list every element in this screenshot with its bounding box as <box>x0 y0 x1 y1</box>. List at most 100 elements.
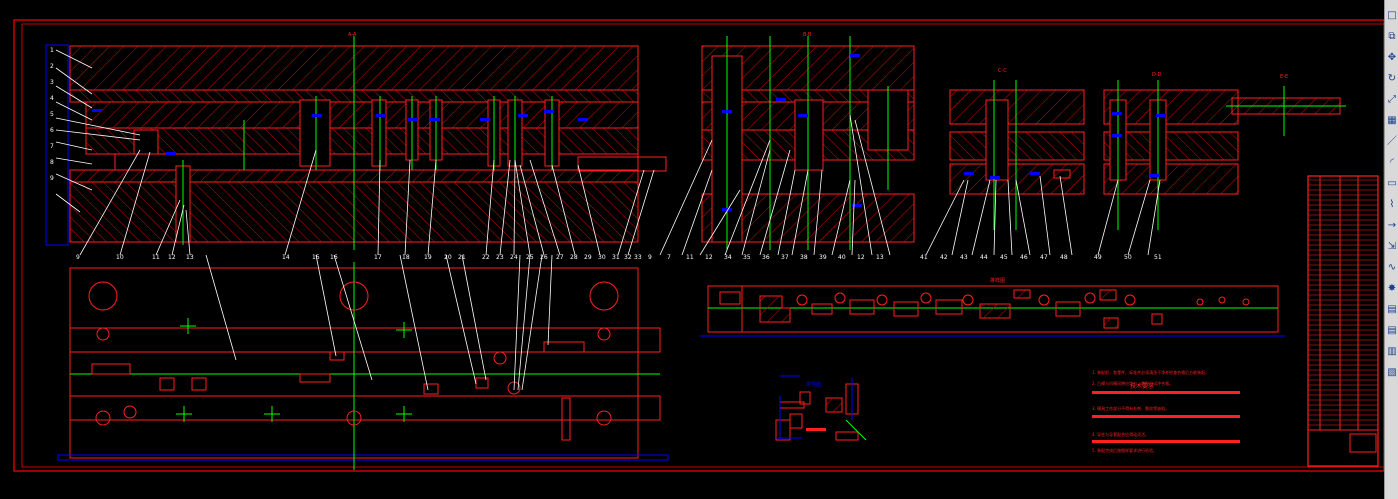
part-callout: 30 <box>598 254 606 261</box>
part-callout: 12 <box>168 254 176 261</box>
part-callout: 43 <box>960 254 968 261</box>
plan-view[interactable] <box>57 254 669 470</box>
outer-frame <box>13 19 1384 472</box>
part-callout: 32 <box>624 254 632 261</box>
part-callout: 8 <box>50 159 54 166</box>
part-callout: 4 <box>50 95 54 102</box>
window-restore-icon[interactable]: □ <box>1387 10 1397 21</box>
section-c-c[interactable] <box>925 80 1085 256</box>
part-callout: 47 <box>1040 254 1048 261</box>
section-b-b[interactable] <box>659 36 915 256</box>
layer-icon-3[interactable]: ▥ <box>1387 346 1397 357</box>
arrow-icon[interactable]: → <box>1387 220 1397 231</box>
part-callout: 28 <box>570 254 578 261</box>
part-callout: 7 <box>667 254 671 261</box>
section-d-d[interactable] <box>1097 80 1239 256</box>
main-section-a-a[interactable] <box>45 36 667 256</box>
part-callout: 34 <box>724 254 732 261</box>
part-callout: 25 <box>526 254 534 261</box>
part-callout: 29 <box>584 254 592 261</box>
part-callout: 40 <box>838 254 846 261</box>
section-label-e-e: E-E <box>1280 74 1288 80</box>
part-callout: 13 <box>876 254 884 261</box>
rotate-icon[interactable]: ↻ <box>1387 73 1397 84</box>
section-label-c-c: C-C <box>998 68 1007 74</box>
tech-line: 3. 模具工作部分不得有毛刺、裂纹等缺陷。 <box>1092 405 1169 411</box>
part-callout: 15 <box>312 254 320 261</box>
part-callout: 12 <box>705 254 713 261</box>
tech-line: 2. 凸模与凹模间隙应均匀，装配后试冲合格。 <box>1092 380 1173 386</box>
part-drawing[interactable] <box>775 375 867 441</box>
line-icon[interactable]: ／ <box>1387 136 1397 147</box>
inner-frame <box>21 23 1384 468</box>
part-callout: 19 <box>424 254 432 261</box>
part-callout: 7 <box>50 143 54 150</box>
part-callout: 44 <box>980 254 988 261</box>
layer-icon[interactable]: ▤ <box>1387 304 1397 315</box>
arc-icon[interactable]: ◜ <box>1390 157 1394 168</box>
part-callout: 27 <box>556 254 564 261</box>
part-callout: 5 <box>50 111 54 118</box>
part-callout: 49 <box>1094 254 1102 261</box>
part-callout: 20 <box>444 254 452 261</box>
part-callout: 17 <box>374 254 382 261</box>
part-callout: 45 <box>1000 254 1008 261</box>
part-callout: 24 <box>510 254 518 261</box>
part-callout: 14 <box>282 254 290 261</box>
layer-icon-2[interactable]: ▤ <box>1387 325 1397 336</box>
part-callout: 35 <box>743 254 751 261</box>
part-callout: 16 <box>330 254 338 261</box>
strip-layout-title: 排样图 <box>990 277 1005 284</box>
part-callout: 12 <box>857 254 865 261</box>
polyline-icon[interactable]: ⌇ <box>1389 199 1395 210</box>
tech-line: 4. 导柱与导套配合应滑动灵活。 <box>1092 431 1149 437</box>
part-callout: 9 <box>50 175 54 182</box>
section-label-a-a: A-A <box>348 32 357 38</box>
part-drawing-title: 零件图 <box>806 381 821 388</box>
part-callout: 2 <box>50 63 54 70</box>
part-callout: 10 <box>116 254 124 261</box>
part-callout: 6 <box>50 127 54 134</box>
part-callout: 41 <box>920 254 928 261</box>
title-block[interactable] <box>1307 175 1379 467</box>
part-callout: 3 <box>50 79 54 86</box>
layer-icon-4[interactable]: ▧ <box>1387 367 1397 378</box>
part-callout: 9 <box>648 254 652 261</box>
part-callout: 21 <box>458 254 466 261</box>
part-callout: 1 <box>50 47 54 54</box>
tech-line: 1. 装配前，各零件、标准件必须清洗干净并检查合格后方能装配。 <box>1092 369 1209 375</box>
tech-requirements-title: 技术要求 <box>1130 382 1154 390</box>
part-callout: 48 <box>1060 254 1068 261</box>
curve-icon[interactable]: ∿ <box>1387 262 1397 273</box>
tech-line: 5. 装配完成后按图样要求进行检验。 <box>1092 447 1157 453</box>
stretch-icon[interactable]: ⇲ <box>1387 241 1397 252</box>
part-callout: 42 <box>940 254 948 261</box>
part-callout: 23 <box>496 254 504 261</box>
part-callout: 26 <box>540 254 548 261</box>
move-icon[interactable]: ✥ <box>1387 52 1397 63</box>
part-callout: 39 <box>819 254 827 261</box>
part-callout: 50 <box>1124 254 1132 261</box>
copy-icon[interactable]: ⧉ <box>1388 31 1396 42</box>
part-callout: 13 <box>186 254 194 261</box>
part-callout: 18 <box>402 254 410 261</box>
rectangle-icon[interactable]: ▭ <box>1387 178 1397 189</box>
part-callout: 33 <box>634 254 642 261</box>
section-e-e[interactable] <box>1226 86 1346 136</box>
section-label-d-d: D-D <box>1152 72 1162 78</box>
part-callout: 22 <box>482 254 490 261</box>
section-label-b-b: B-B <box>803 32 812 38</box>
part-callout: 9 <box>76 254 80 261</box>
part-callout: 11 <box>686 254 694 261</box>
part-callout: 37 <box>781 254 789 261</box>
part-callout: 31 <box>612 254 620 261</box>
part-callout: 11 <box>152 254 160 261</box>
right-toolbar: □ ⧉ ✥ ↻ ⤢ ▦ ／ ◜ ▭ ⌇ → ⇲ ∿ ✸ ▤ ▤ ▥ ▧ <box>1384 0 1398 499</box>
part-callout: 38 <box>800 254 808 261</box>
strip-layout[interactable] <box>700 285 1285 337</box>
technical-requirements <box>1092 391 1240 443</box>
scale-icon[interactable]: ⤢ <box>1388 94 1396 105</box>
explode-icon[interactable]: ✸ <box>1387 283 1397 294</box>
table-icon[interactable]: ▦ <box>1387 115 1397 126</box>
